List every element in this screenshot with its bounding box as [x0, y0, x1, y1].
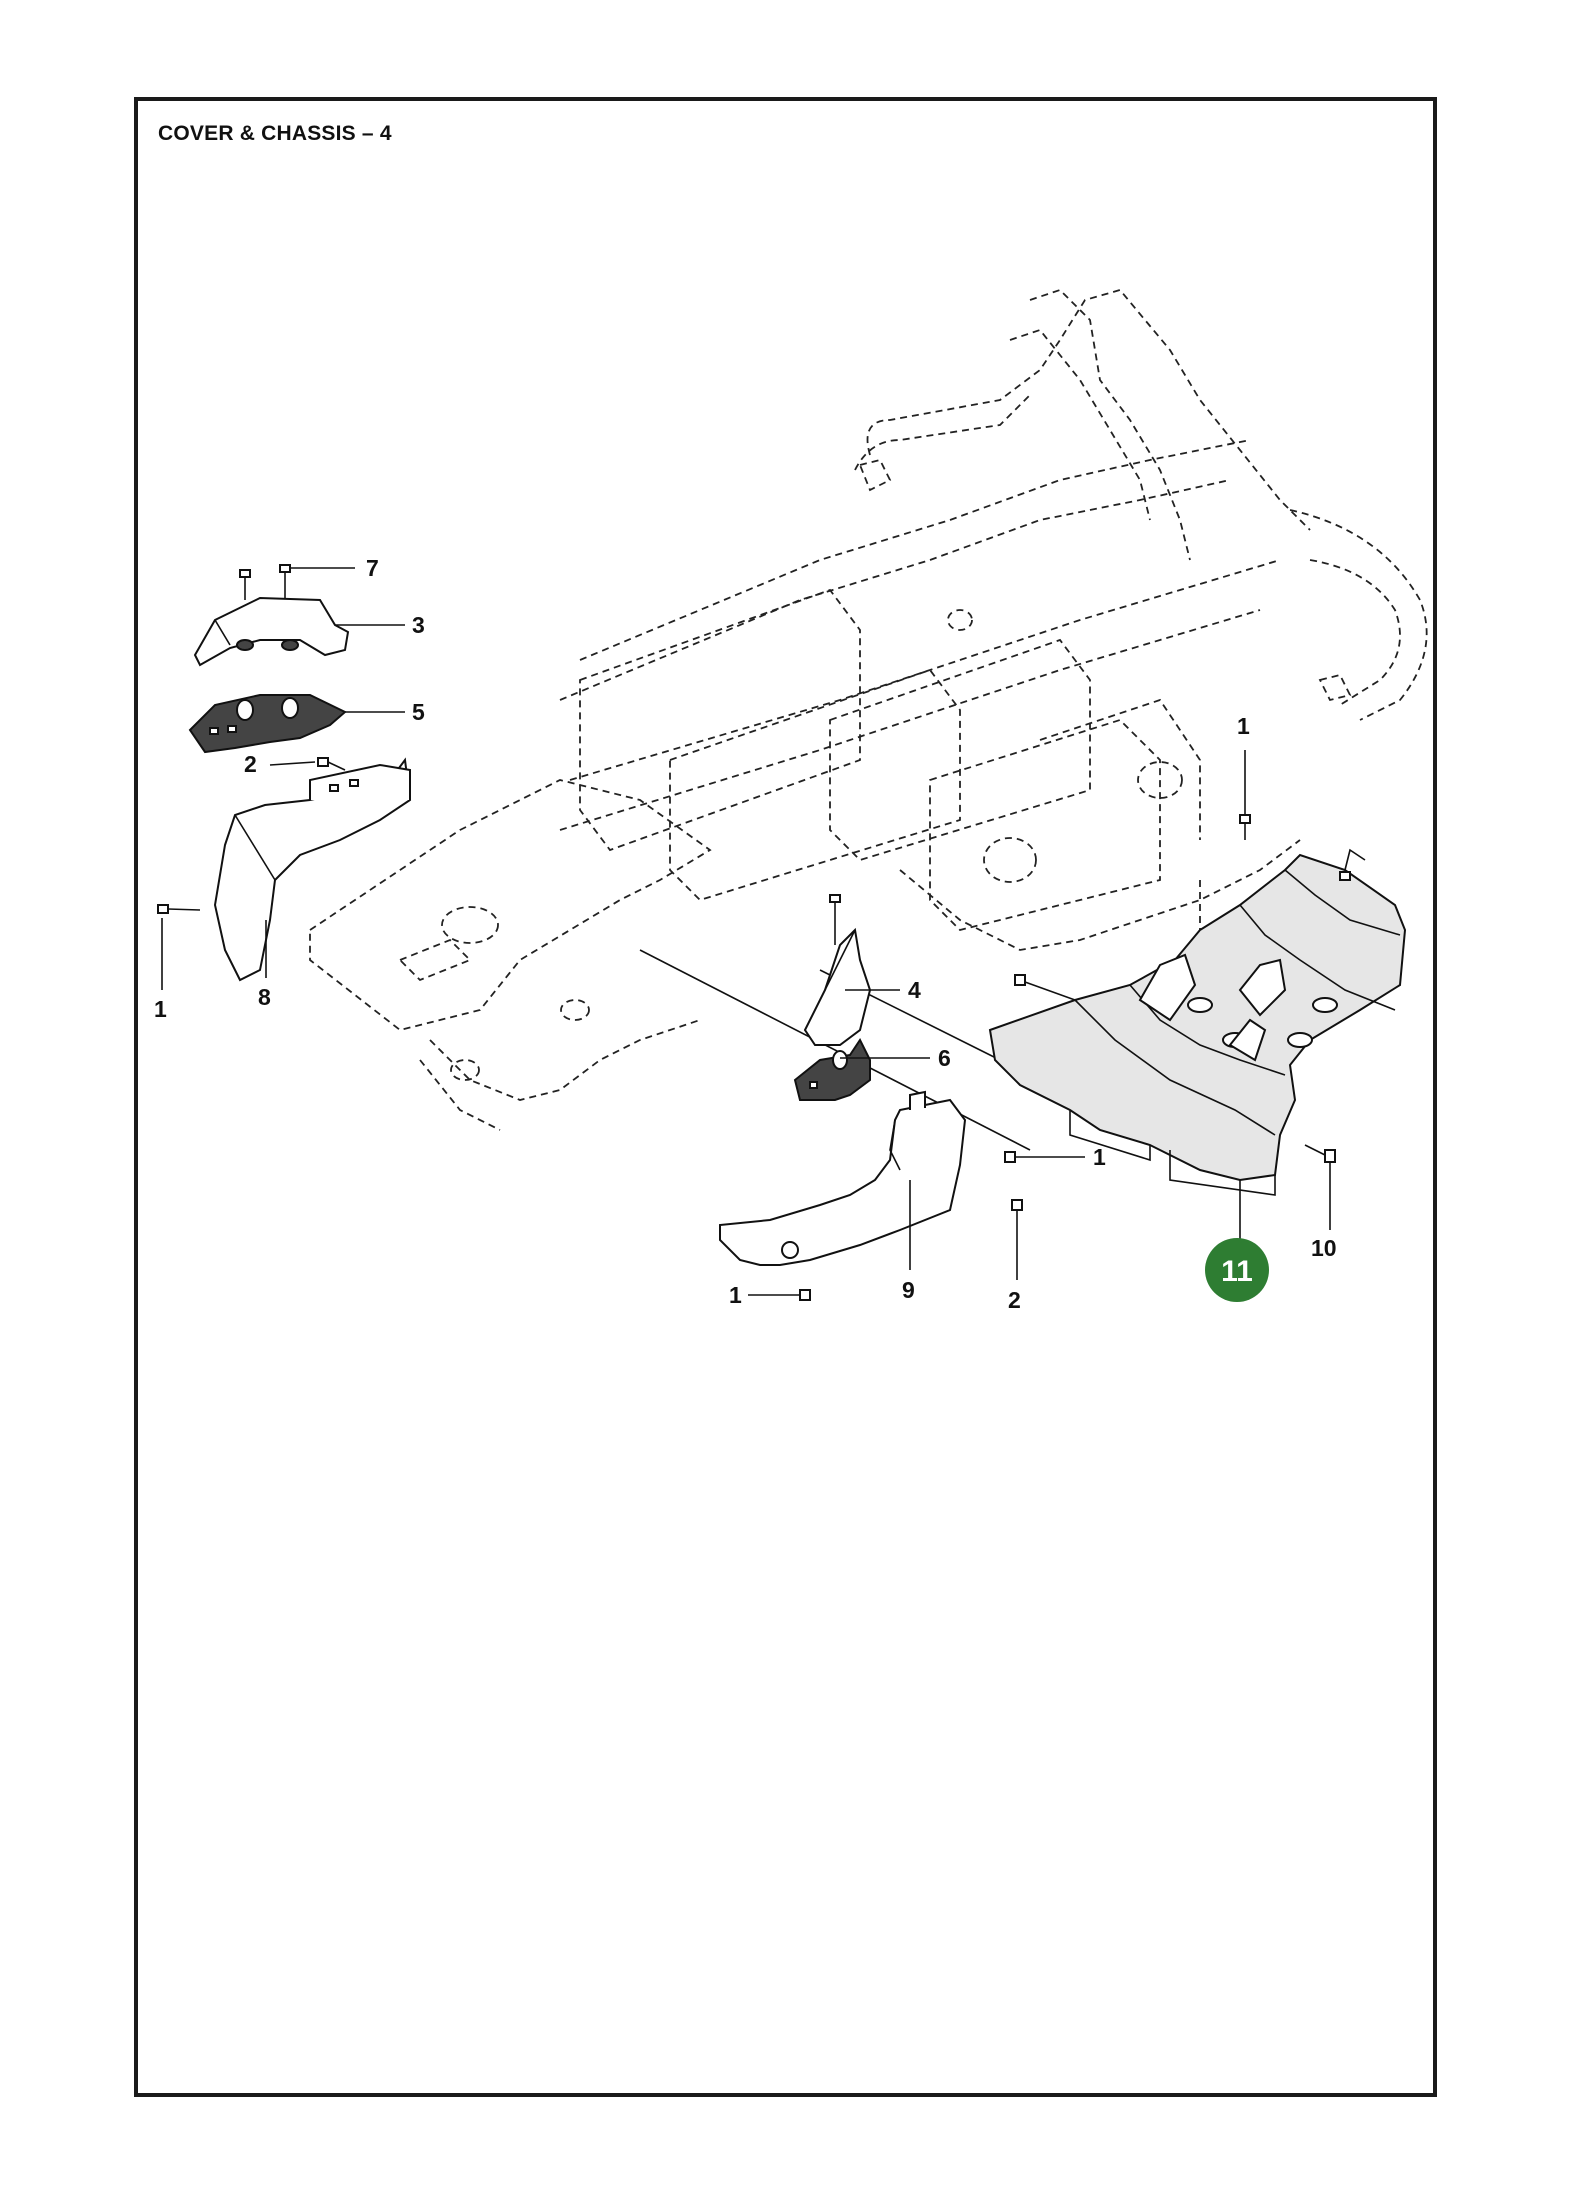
- callout-3: 3: [412, 612, 425, 638]
- callout-10: 10: [1311, 1235, 1337, 1261]
- callout-11-highlight: 11: [1205, 1238, 1269, 1302]
- callout-1-bottom: 1: [729, 1282, 742, 1308]
- callout-6: 6: [938, 1045, 951, 1071]
- part-3-shield: [193, 596, 350, 667]
- callout-labels: 7 3 5 2 1 8 4 6 1 1 9 2 1 10: [154, 555, 1337, 1313]
- screw-2-mid: [1011, 1199, 1023, 1211]
- part-9-fender: [719, 1090, 967, 1266]
- page-title: COVER & CHASSIS – 4: [158, 122, 392, 145]
- part-5-plate: [188, 694, 347, 754]
- callout-8: 8: [258, 984, 271, 1010]
- screw-1-bottom: [799, 1289, 811, 1301]
- page-frame: [134, 97, 1437, 2097]
- callout-1-left: 1: [154, 996, 167, 1022]
- bolt-11-left: [1014, 974, 1076, 1001]
- screw-1-right: [1339, 871, 1351, 881]
- highlight-circle: [1205, 1238, 1269, 1302]
- callout-11: 11: [1221, 1255, 1253, 1288]
- chassis-frame-dashed: [309, 288, 1428, 1151]
- screw-1-mid: [1004, 1151, 1016, 1163]
- part-11-cover: [988, 848, 1407, 1196]
- part-8-fender: [213, 757, 412, 982]
- callout-5: 5: [412, 699, 425, 725]
- screw-1-top-right: [1239, 814, 1251, 840]
- bolt-10: [1304, 1144, 1336, 1163]
- leader-lines: [161, 567, 1331, 1296]
- callout-2-mid: 2: [1008, 1287, 1021, 1313]
- callout-4: 4: [908, 977, 921, 1003]
- part-7-screws: [239, 564, 291, 600]
- part-6-plate: [793, 1038, 871, 1101]
- screw-1-left: [157, 904, 201, 914]
- callout-1-mid: 1: [1093, 1144, 1106, 1170]
- callout-1-top-right: 1: [1237, 713, 1250, 739]
- callout-2-upper: 2: [244, 751, 257, 777]
- callout-7: 7: [366, 555, 379, 581]
- screw-2-upper-left: [317, 757, 346, 771]
- callout-9: 9: [902, 1277, 915, 1303]
- part-4-shield: [803, 894, 872, 1046]
